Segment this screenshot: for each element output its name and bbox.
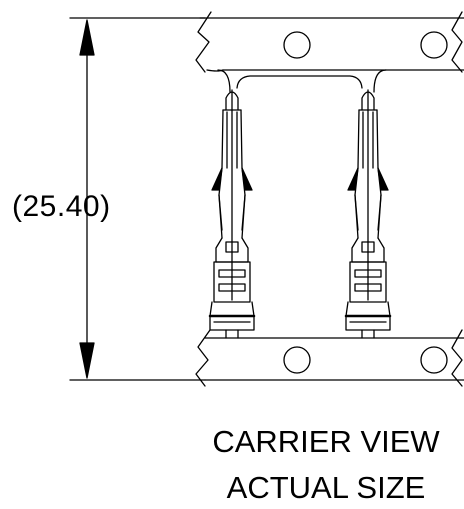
dimension-label: (25.40)	[12, 190, 111, 223]
pilot-hole	[283, 346, 311, 374]
top-strip-break-left	[195, 11, 212, 73]
bottom-carrier-strip	[195, 329, 464, 387]
terminal-right	[344, 89, 392, 339]
dimension-extension-lines	[69, 17, 206, 381]
bottom-strip-break-left	[195, 329, 211, 387]
bottom-strip-break-right	[451, 329, 463, 387]
top-strip-break-right	[451, 11, 463, 73]
dimension-arrow-top	[79, 19, 95, 56]
pilot-hole	[283, 31, 311, 59]
caption-line-1: CARRIER VIEW	[212, 424, 440, 459]
dimension-arrow-bottom	[79, 342, 95, 379]
pilot-hole	[420, 31, 448, 59]
top-carrier-strip	[195, 11, 464, 93]
terminal-left	[208, 89, 256, 339]
pilot-hole	[420, 346, 448, 374]
dimension-line	[79, 19, 95, 379]
caption-line-2: ACTUAL SIZE	[226, 470, 426, 505]
